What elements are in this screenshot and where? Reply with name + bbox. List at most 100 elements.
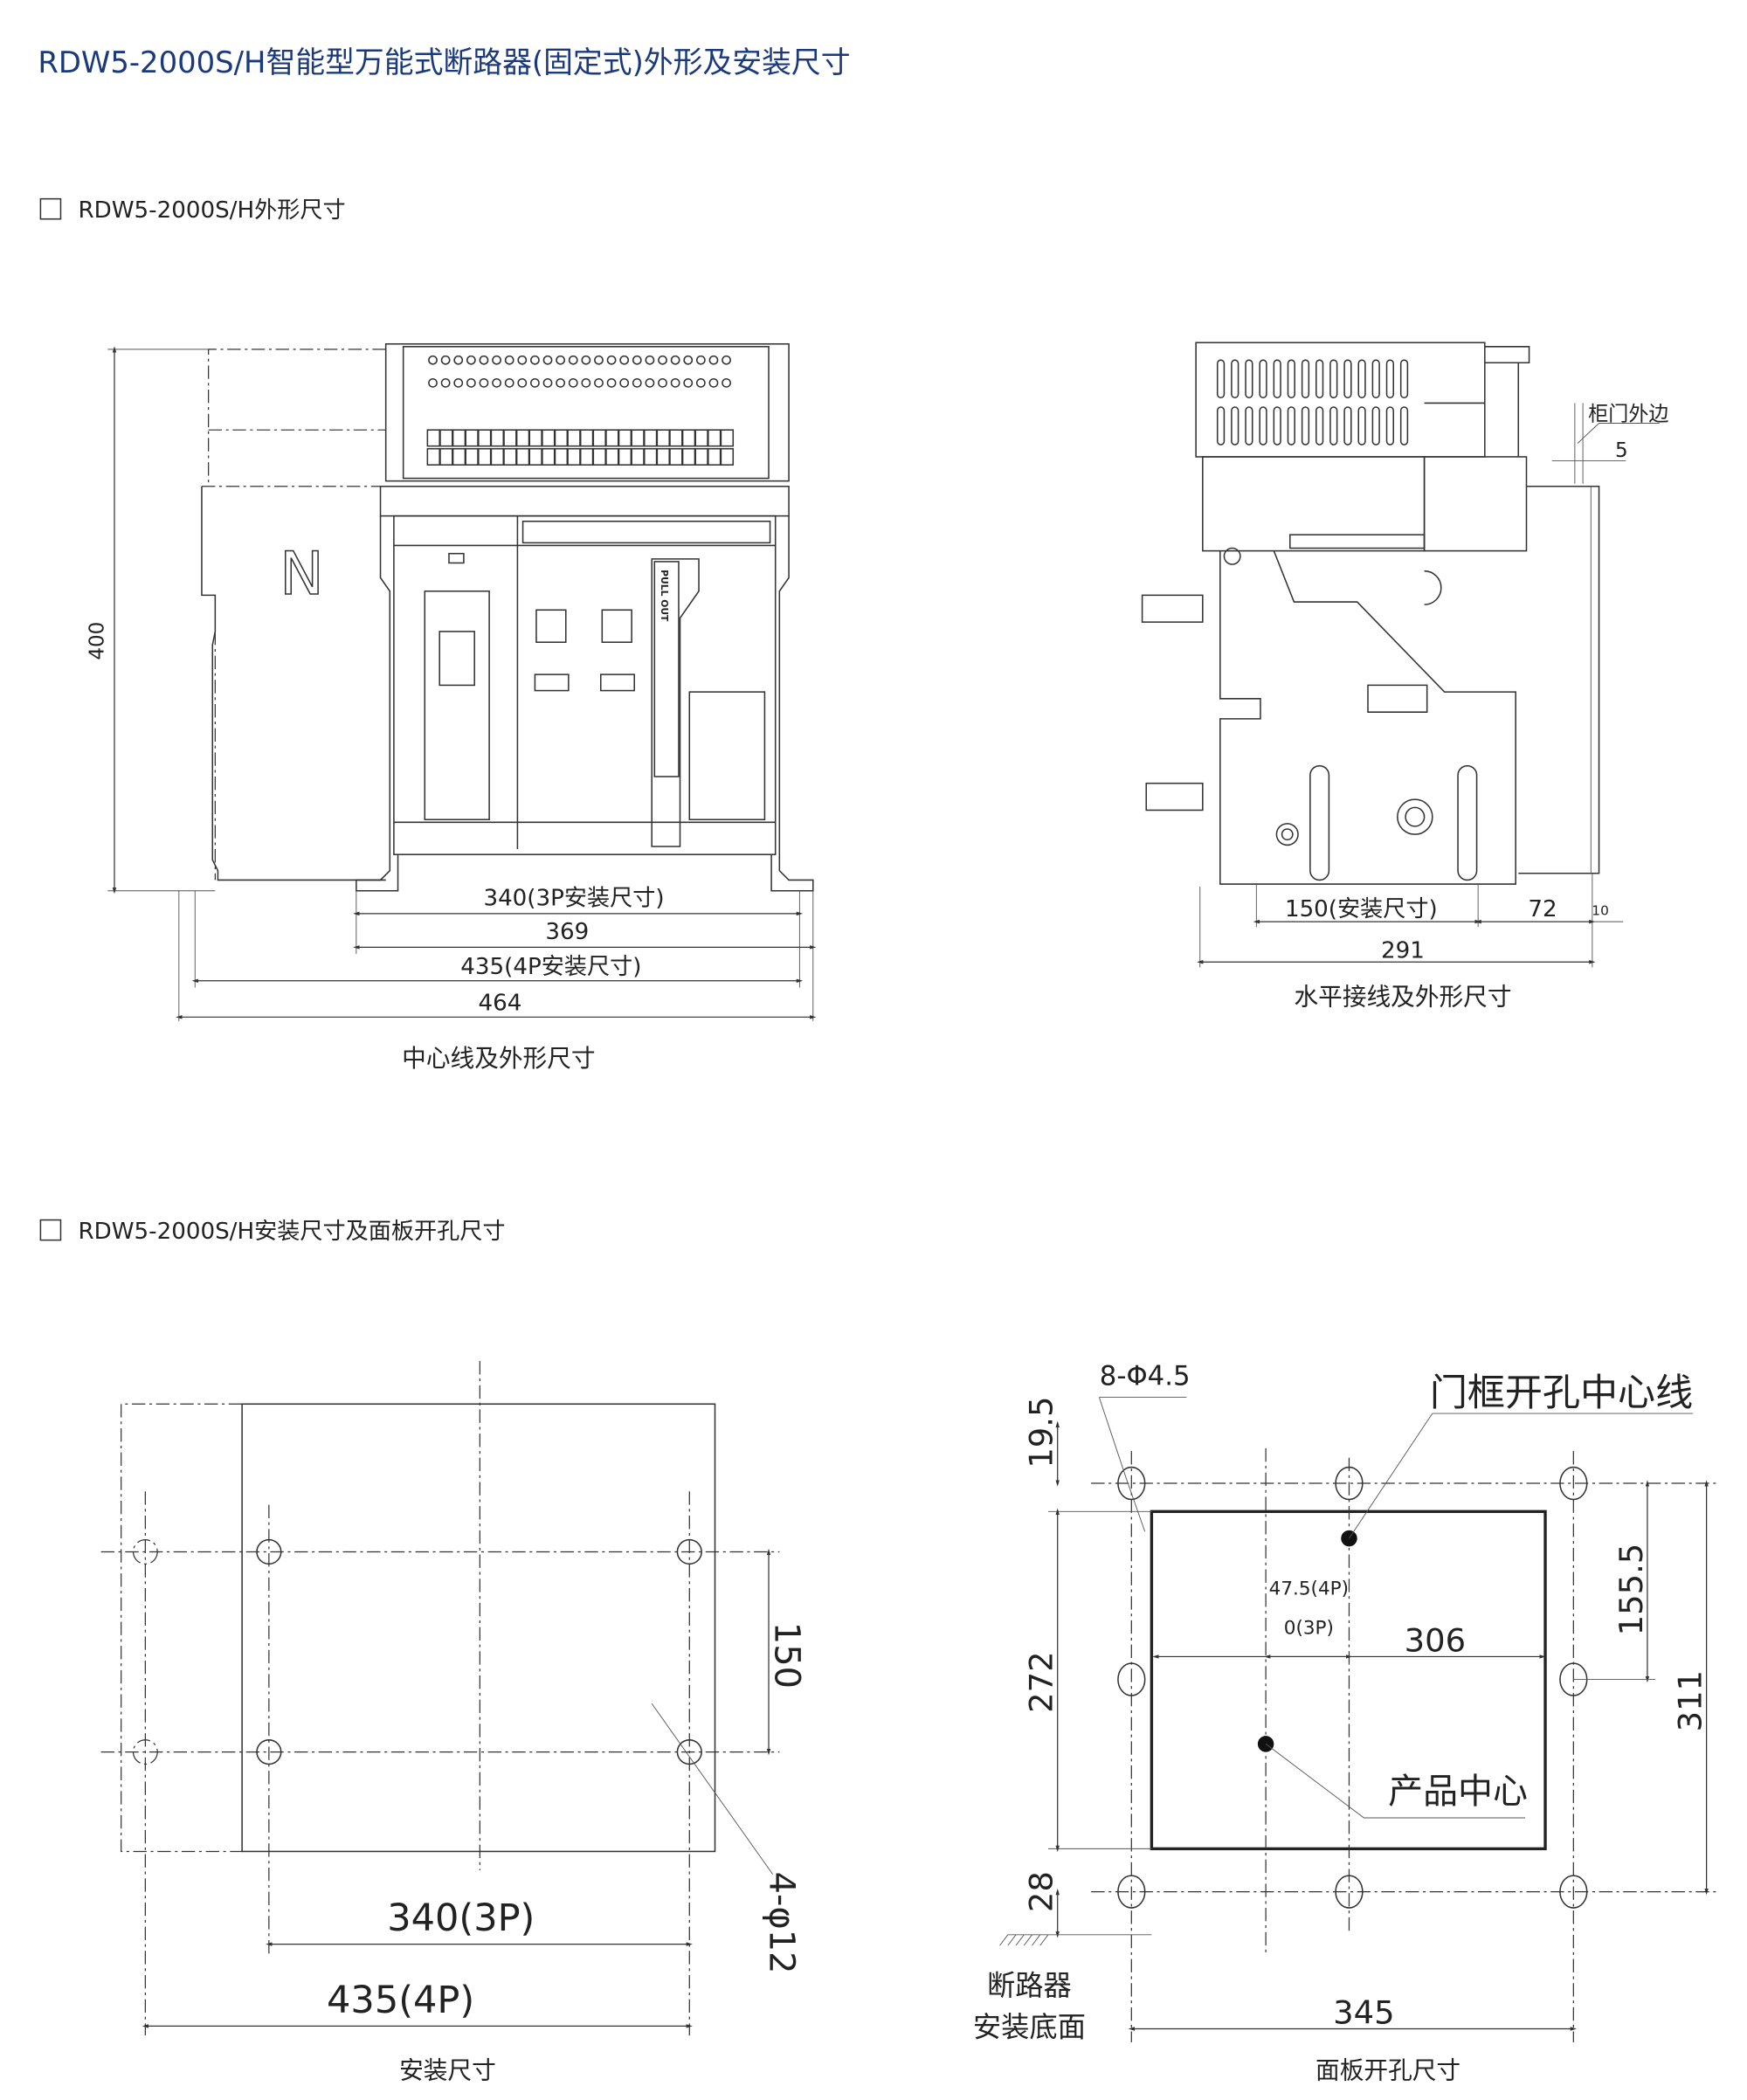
terminal-screw-icon: [453, 377, 464, 388]
terminal-screw-icon: [466, 377, 476, 388]
terminal-slot: [656, 447, 670, 466]
terminal-slot: [528, 429, 542, 447]
terminal-slot: [452, 429, 466, 447]
terminal-screw-icon: [658, 355, 667, 365]
vent-slot: [1343, 359, 1352, 399]
vent-slot: [1287, 359, 1295, 399]
terminal-screw-icon: [619, 377, 630, 388]
terminal-screw-icon: [632, 355, 642, 365]
terminal-slot: [592, 429, 606, 447]
side-caption: 水平接线及外形尺寸: [1294, 982, 1511, 1011]
terminal-slot: [669, 429, 683, 447]
mounting-drawing: 150 4-φ12 340(3P) 435(4P) 安装尺寸: [100, 1361, 807, 2084]
terminal-slot: [426, 429, 440, 447]
dim-435-4p: 435(4P安装尺寸): [460, 954, 641, 980]
door-edge-label: 柜门外边: [1588, 403, 1668, 425]
vent-slot: [1329, 359, 1338, 399]
vent-slot: [1216, 406, 1226, 446]
dim-19-5: 19.5: [1023, 1396, 1060, 1468]
vent-slot: [1315, 359, 1324, 399]
terminal-slot: [605, 447, 619, 466]
dim-340-3p: 340(3P): [387, 1896, 535, 1940]
vent-slot: [1245, 359, 1253, 399]
door-center-line-label: 门框开孔中心线: [1430, 1371, 1693, 1415]
n-pole-label: N: [280, 539, 324, 608]
vent-slot: [1259, 406, 1267, 446]
terminal-screw-icon: [670, 355, 680, 365]
terminal-slot: [579, 429, 594, 447]
terminal-slot: [694, 447, 708, 466]
terminal-slot: [708, 447, 722, 466]
dim-0-3p: 0(3P): [1284, 1617, 1334, 1639]
terminal-screw-icon: [695, 355, 706, 365]
terminal-slot: [631, 447, 645, 466]
dim-150-install: 150(安装尺寸): [1285, 896, 1438, 922]
dim-5: 5: [1615, 439, 1628, 462]
terminal-screw-icon: [440, 377, 451, 388]
page-title: RDW5-2000S/H智能型万能式断路器(固定式)外形及安装尺寸: [38, 45, 850, 79]
terminal-screw-icon: [683, 355, 694, 365]
vent-slot: [1231, 359, 1239, 399]
terminal-screw-icon: [556, 355, 566, 365]
terminal-screw-icon: [632, 377, 642, 388]
terminal-slot: [579, 447, 594, 466]
terminal-screw-icon: [466, 355, 476, 365]
terminal-slot: [694, 429, 708, 447]
terminal-screw-icon: [658, 377, 667, 388]
terminal-slot: [681, 429, 696, 447]
dim-400: 400: [86, 622, 109, 660]
terminal-screw-icon: [695, 377, 706, 388]
vent-slot: [1357, 359, 1366, 399]
cutout-caption: 面板开孔尺寸: [1315, 2055, 1460, 2084]
terminal-screw-icon: [530, 377, 540, 388]
terminal-slot: [465, 429, 479, 447]
terminal-slot: [605, 429, 619, 447]
terminal-slot: [554, 429, 569, 447]
terminal-slot: [720, 429, 735, 447]
product-center-label: 产品中心: [1388, 1772, 1528, 1812]
cutout-drawing: 8-Φ4.5 门框开孔中心线 19.5 272 28 47.5(4P) 0(3P…: [973, 1361, 1717, 2084]
vent-slot: [1371, 406, 1380, 446]
terminal-screw-icon: [479, 377, 489, 388]
terminal-screw-icon: [645, 355, 655, 365]
dim-306: 306: [1405, 1621, 1466, 1659]
mount-caption: 安装尺寸: [399, 2055, 496, 2084]
vent-slot: [1399, 359, 1409, 399]
terminal-screw-icon: [645, 377, 655, 388]
dim-28: 28: [1023, 1871, 1060, 1912]
terminal-screw-icon: [492, 377, 501, 388]
terminal-slot: [708, 429, 722, 447]
dim-291: 291: [1381, 938, 1425, 964]
terminal-slot: [490, 447, 505, 466]
vent-slot: [1329, 406, 1338, 446]
vent-slot: [1357, 406, 1366, 446]
terminal-screw-icon: [504, 377, 514, 388]
terminal-slot: [592, 447, 606, 466]
vent-slot: [1301, 406, 1310, 446]
vent-slot: [1273, 359, 1281, 399]
terminal-slot: [656, 429, 670, 447]
base-label-line2: 安装底面: [973, 2011, 1086, 2044]
terminal-slot: [554, 447, 569, 466]
dim-272: 272: [1023, 1651, 1060, 1712]
terminal-screw-icon: [542, 377, 553, 388]
terminal-slot: [631, 429, 645, 447]
vent-slot: [1231, 406, 1239, 446]
holes-4-phi12: 4-φ12: [762, 1872, 802, 1974]
terminal-slot: [439, 429, 453, 447]
terminal-slot: [426, 447, 440, 466]
dim-345: 345: [1333, 1993, 1394, 2031]
terminal-slot: [542, 429, 556, 447]
dim-155-5: 155.5: [1612, 1544, 1650, 1636]
dim-72: 72: [1528, 896, 1557, 922]
terminal-screw-icon: [517, 355, 528, 365]
vent-slot: [1273, 406, 1281, 446]
terminal-slot: [503, 429, 517, 447]
terminal-slot: [478, 447, 492, 466]
terminal-slot: [567, 447, 581, 466]
dim-150: 150: [767, 1622, 807, 1689]
dim-369: 369: [545, 919, 589, 945]
terminal-screw-icon: [453, 355, 464, 365]
holes-8-phi4-5: 8-Φ4.5: [1100, 1361, 1191, 1392]
